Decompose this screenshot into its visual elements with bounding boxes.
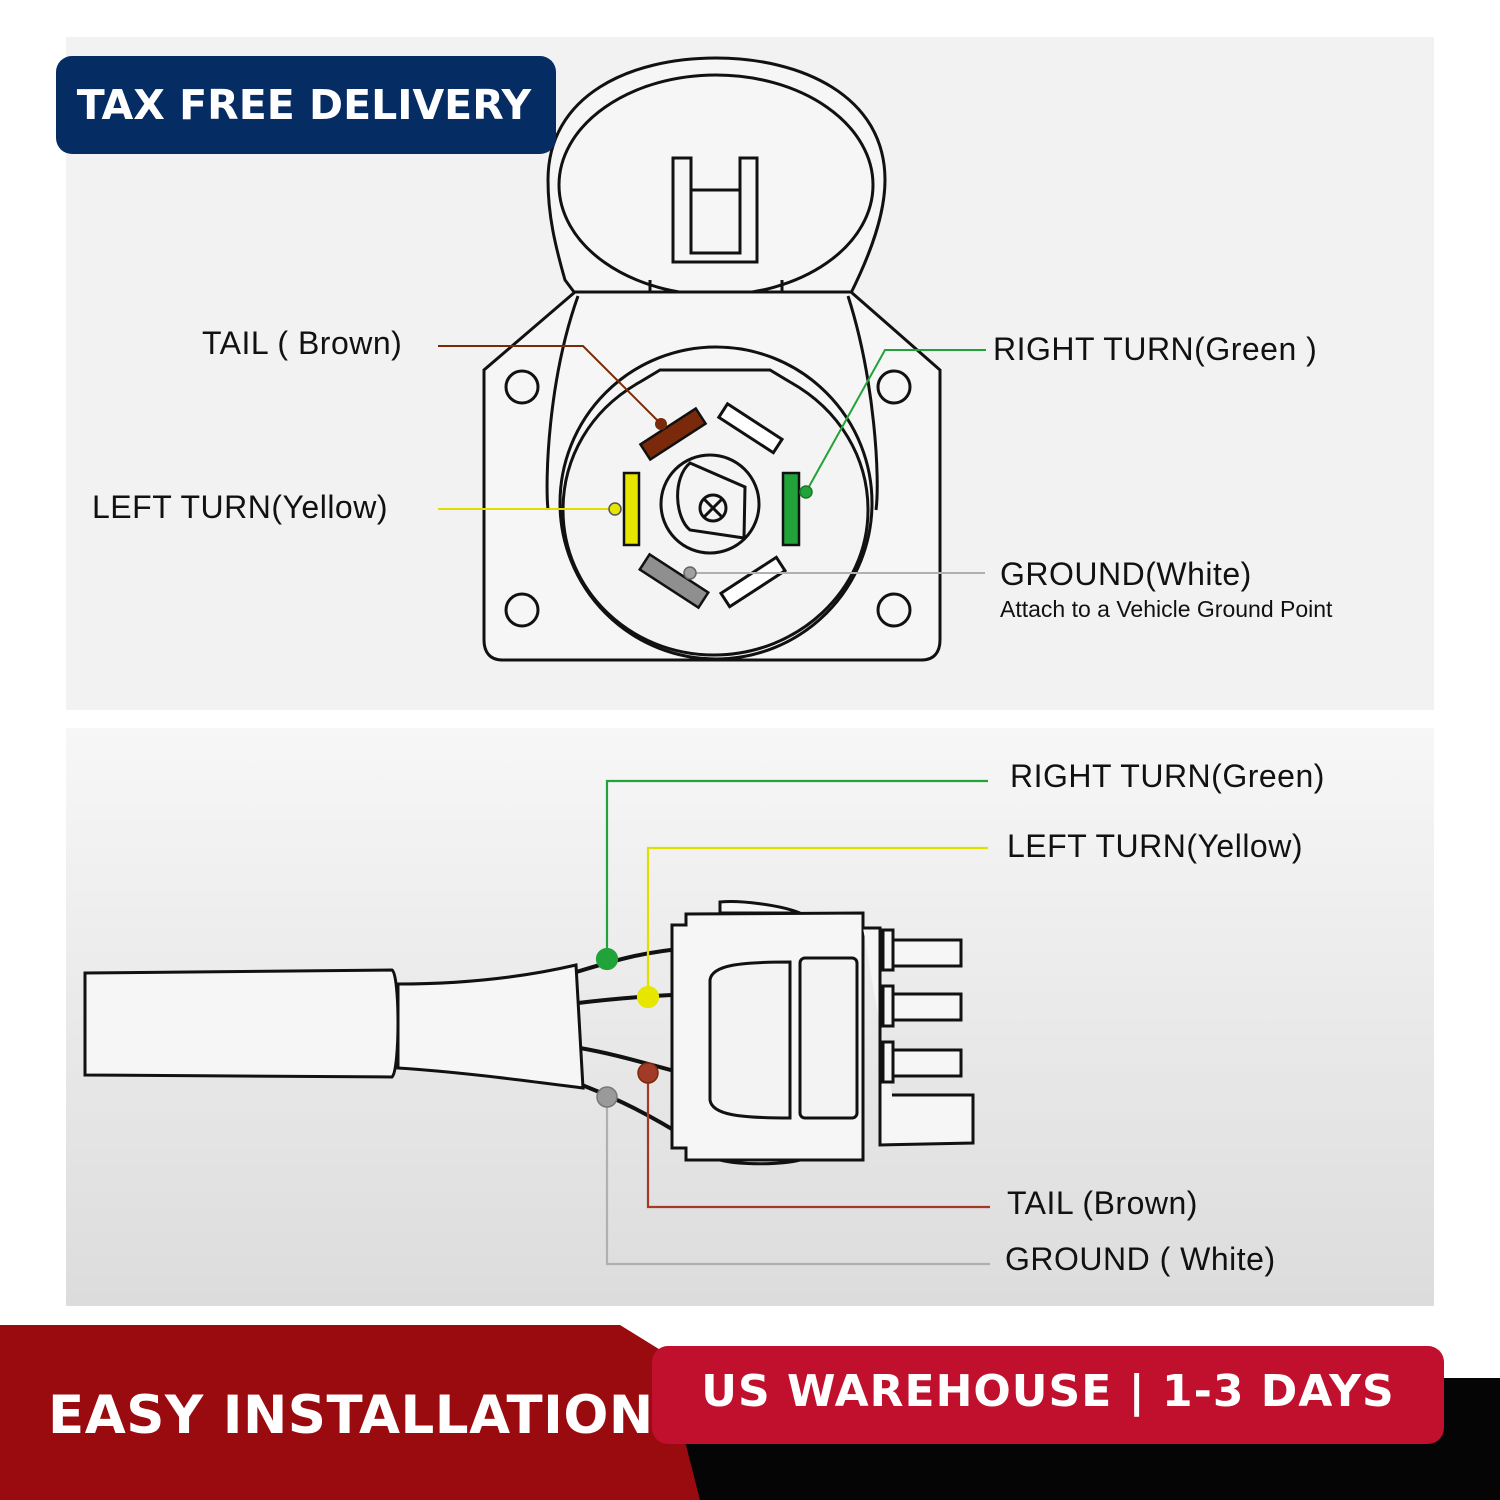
plug-left-turn-label: LEFT TURN(Yellow) [1007,828,1303,864]
easy-installation-banner [0,1325,700,1500]
plug-tail-label: TAIL (Brown) [1007,1185,1198,1221]
socket-leaders [438,345,986,580]
socket-ground-note: Attach to a Vehicle Ground Point [1000,596,1333,622]
plug-right-turn-label: RIGHT TURN(Green) [1010,758,1325,794]
socket-illustration [482,56,942,662]
left-turn-terminal [622,471,641,547]
socket-tail-label: TAIL ( Brown) [202,325,403,361]
socket-ground-label: GROUND(White) [1000,556,1252,592]
right-turn-terminal [781,471,801,547]
us-warehouse-badge: US WAREHOUSE | 1-3 DAYS [652,1346,1444,1444]
socket-left-turn-label: LEFT TURN(Yellow) [92,489,388,525]
easy-installation-label: EASY INSTALLATION [48,1385,654,1446]
plug-ground-label: GROUND ( White) [1005,1241,1276,1277]
tax-free-delivery-badge: TAX FREE DELIVERY [56,56,556,154]
plug-illustration [83,900,975,1166]
socket-terminals [622,406,801,610]
ground-terminal [638,552,710,610]
tail-terminal [638,406,708,462]
socket-right-turn-label: RIGHT TURN(Green ) [993,331,1318,367]
plug-leaders [595,779,990,1266]
